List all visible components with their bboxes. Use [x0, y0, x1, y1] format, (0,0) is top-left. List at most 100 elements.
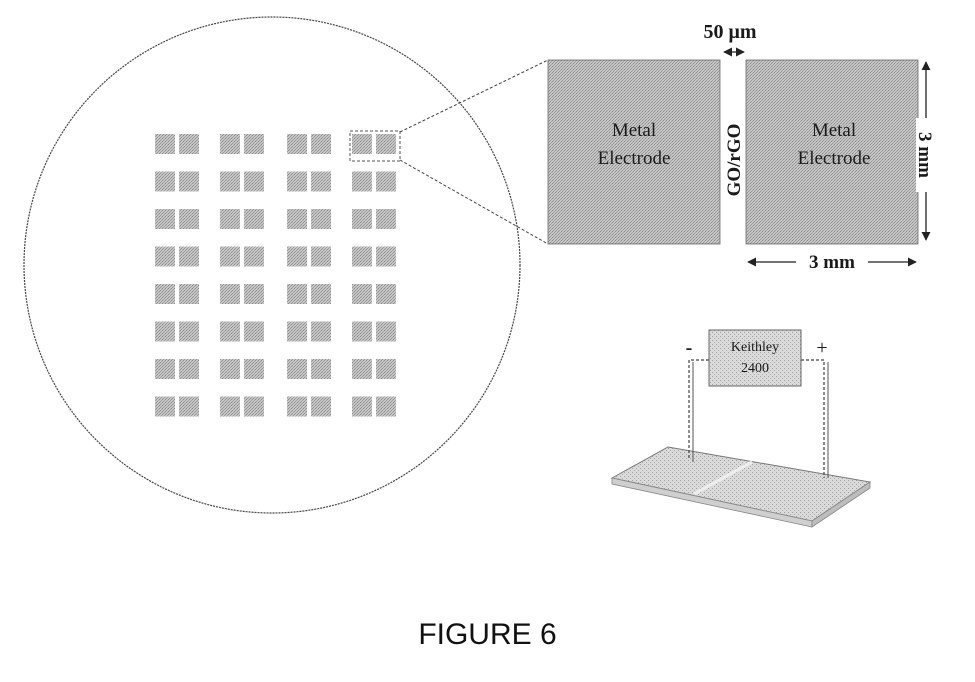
- device-right-pad: [311, 171, 331, 192]
- device-pattern: [287, 171, 331, 192]
- highlight-frame: [349, 130, 401, 162]
- device-right-pad: [179, 321, 199, 342]
- device-right-pad: [244, 359, 264, 379]
- device-left-pad: [352, 396, 372, 417]
- device-pattern: [155, 284, 199, 304]
- device-left-pad: [220, 396, 240, 417]
- device-pattern: [155, 396, 199, 417]
- height-label-backdrop: [916, 118, 936, 192]
- right-electrode-label-line2: Electrode: [798, 148, 871, 169]
- device-left-pad: [220, 359, 240, 379]
- substrate-edge-right: [811, 481, 871, 528]
- device-pattern: [352, 284, 396, 304]
- device-pattern: [287, 209, 331, 229]
- device-left-pad: [352, 246, 372, 267]
- device-left-pad: [352, 134, 372, 154]
- width-dimension-label: 3 mm: [809, 252, 855, 273]
- device-pattern: [155, 246, 199, 267]
- device-left-pad: [220, 134, 240, 154]
- device-pattern: [352, 134, 396, 154]
- device-pattern: [287, 359, 331, 379]
- device-right-pad: [179, 246, 199, 267]
- device-pattern: [287, 321, 331, 342]
- device-left-pad: [155, 396, 175, 417]
- device-left-pad: [287, 396, 307, 417]
- wafer-outline: [23, 16, 521, 514]
- device-right-pad: [376, 246, 396, 267]
- device-right-pad: [179, 396, 199, 417]
- device-right-pad: [311, 209, 331, 229]
- device-right-pad: [311, 284, 331, 304]
- device-right-pad: [179, 209, 199, 229]
- keithley-meter: [708, 329, 802, 387]
- device-left-pad: [287, 246, 307, 267]
- device-pattern: [155, 171, 199, 192]
- device-left-pad: [287, 321, 307, 342]
- device-right-pad: [311, 246, 331, 267]
- device-pattern: [352, 209, 396, 229]
- device-pattern: [155, 209, 199, 229]
- device-left-pad: [155, 134, 175, 154]
- device-pattern: [220, 171, 264, 192]
- device-left-pad: [287, 134, 307, 154]
- device-pattern: [155, 321, 199, 342]
- device-right-pad: [179, 359, 199, 379]
- device-pattern: [220, 359, 264, 379]
- device-left-pad: [155, 209, 175, 229]
- device-left-pad: [220, 209, 240, 229]
- left-electrode-label-line1: Metal: [612, 120, 656, 141]
- device-right-pad: [179, 134, 199, 154]
- device-right-pad: [179, 284, 199, 304]
- device-right-pad: [244, 321, 264, 342]
- device-right-pad: [311, 321, 331, 342]
- device-right-pad: [376, 396, 396, 417]
- device-pattern: [352, 246, 396, 267]
- device-pattern: [155, 134, 199, 154]
- zoom-line-bottom: [399, 159, 549, 245]
- device-left-pad: [220, 321, 240, 342]
- height-dimension-label: 3 mm: [914, 132, 935, 178]
- device-left-pad: [287, 284, 307, 304]
- gap-dimension-label: 50 μm: [704, 21, 757, 43]
- device-right-pad: [376, 134, 396, 154]
- device-pattern: [287, 246, 331, 267]
- device-left-pad: [155, 359, 175, 379]
- meter-negative-terminal: -: [686, 337, 693, 359]
- meter-label-line1: Keithley: [731, 340, 779, 355]
- device-pattern: [220, 284, 264, 304]
- device-pattern: [220, 209, 264, 229]
- device-left-pad: [287, 359, 307, 379]
- device-left-pad: [220, 284, 240, 304]
- figure-caption: FIGURE 6: [418, 618, 557, 651]
- device-right-pad: [311, 134, 331, 154]
- device-pattern: [287, 284, 331, 304]
- device-pattern: [220, 246, 264, 267]
- device-pattern: [352, 396, 396, 417]
- device-left-pad: [220, 246, 240, 267]
- device-right-pad: [179, 171, 199, 192]
- device-pattern: [220, 321, 264, 342]
- left-electrode-label-line2: Electrode: [598, 148, 671, 169]
- device-left-pad: [155, 284, 175, 304]
- meter-label-line2: 2400: [741, 361, 769, 376]
- device-pattern: [220, 134, 264, 154]
- device-left-pad: [155, 246, 175, 267]
- left-electrode: [547, 59, 721, 245]
- device-left-pad: [287, 171, 307, 192]
- device-left-pad: [287, 209, 307, 229]
- device-right-pad: [376, 321, 396, 342]
- device-left-pad: [155, 171, 175, 192]
- zoom-line-top: [399, 59, 549, 133]
- device-array: [155, 134, 396, 417]
- negative-probe-wire: [688, 359, 709, 460]
- meter-positive-terminal: +: [816, 337, 827, 359]
- device-pattern: [352, 321, 396, 342]
- device-right-pad: [244, 134, 264, 154]
- device-left-pad: [352, 209, 372, 229]
- device-pattern: [352, 359, 396, 379]
- device-right-pad: [244, 171, 264, 192]
- device-left-pad: [155, 321, 175, 342]
- device-right-pad: [244, 284, 264, 304]
- device-left-pad: [352, 321, 372, 342]
